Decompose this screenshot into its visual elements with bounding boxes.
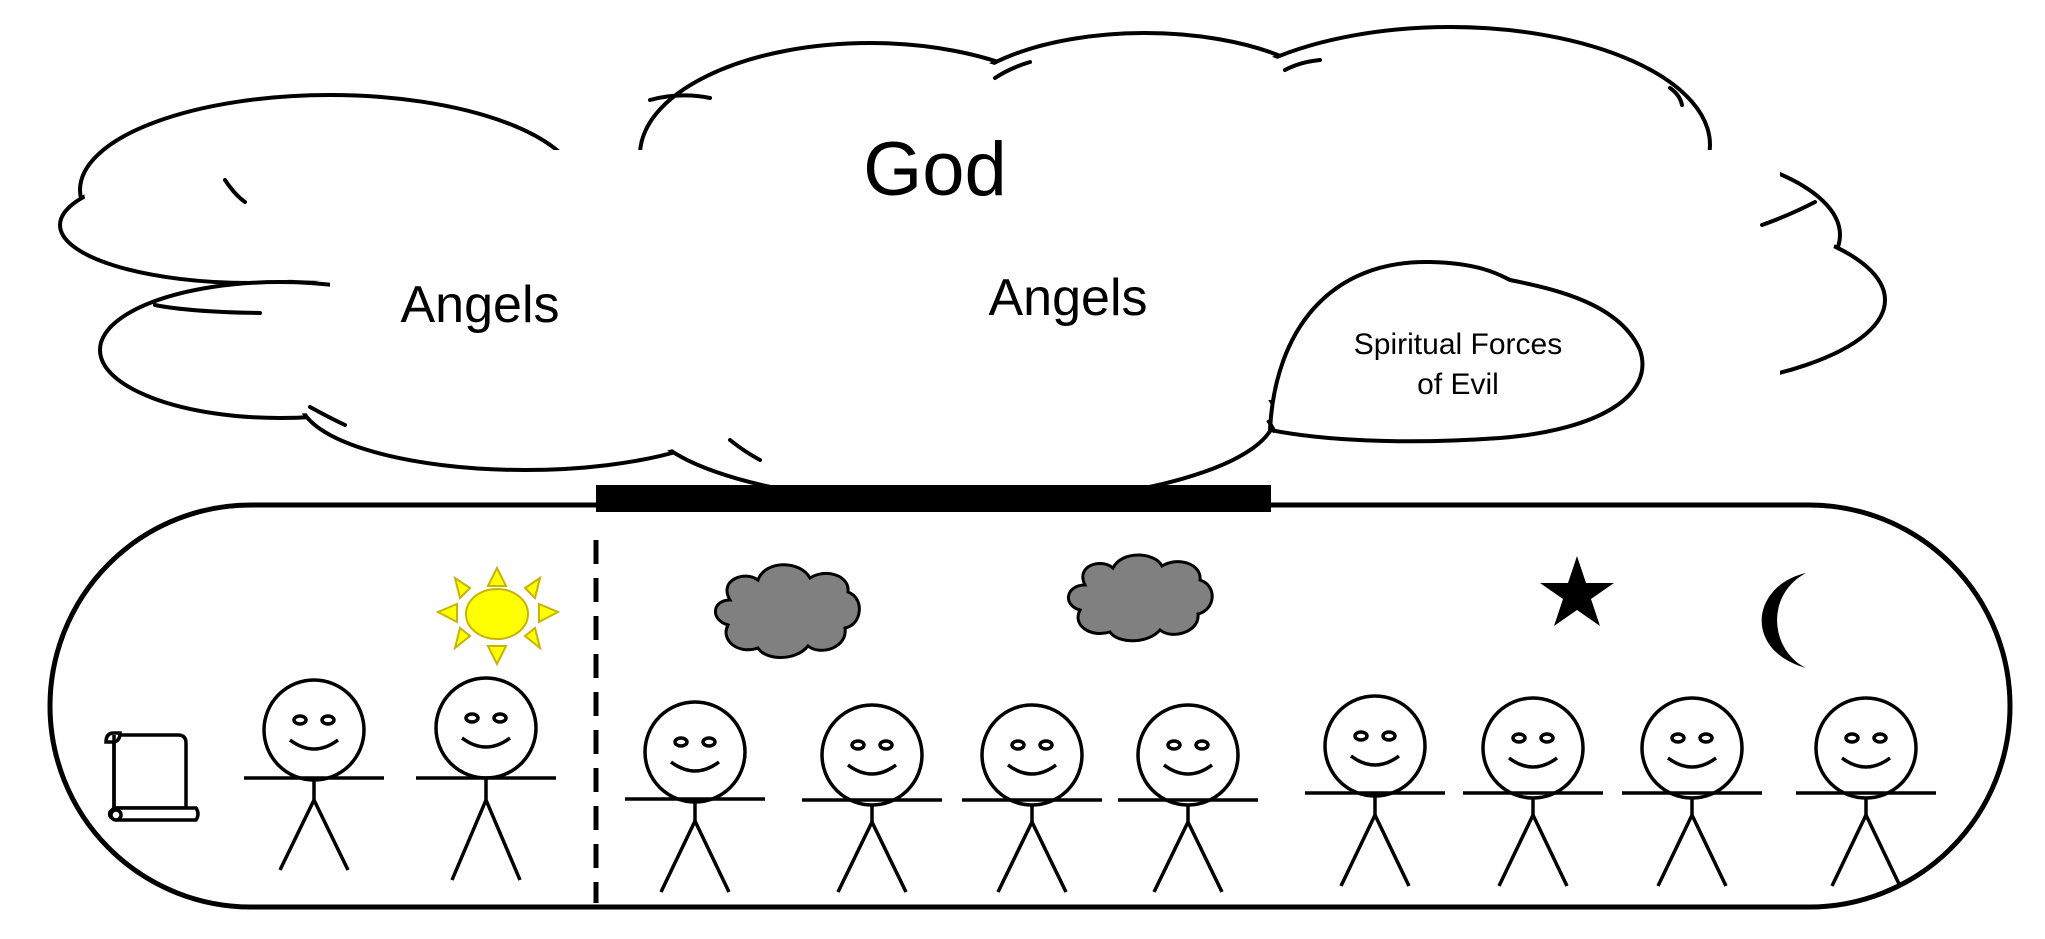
angels-center-label: Angels — [989, 269, 1148, 327]
scroll-icon — [104, 731, 200, 822]
stick-figure-icon — [962, 703, 1102, 893]
stick-figure-icon — [802, 703, 942, 893]
storm-cloud-icon — [714, 563, 861, 659]
sun-icon — [435, 565, 561, 667]
people-group — [244, 676, 1936, 893]
stick-figure-icon — [1622, 696, 1762, 887]
stick-figure-icon — [1118, 703, 1258, 893]
god-label: God — [863, 127, 1007, 212]
stick-figure-icon — [244, 678, 384, 871]
angels-left-label: Angels — [401, 276, 560, 334]
stick-figure-icon — [625, 700, 765, 893]
star-icon — [1540, 556, 1614, 626]
evil-cloud — [1266, 259, 1645, 444]
stick-figure-icon — [1463, 696, 1603, 887]
stick-figure-icon — [416, 676, 556, 881]
evil-label-line2: of Evil — [1417, 368, 1499, 401]
stick-figure-icon — [1305, 694, 1445, 887]
evil-label-line1: Spiritual Forces — [1354, 328, 1562, 361]
stick-figure-icon — [1796, 696, 1936, 887]
crescent-moon-icon — [1761, 573, 1806, 668]
storm-cloud-icon — [1067, 553, 1214, 643]
barrier-bar — [596, 485, 1271, 512]
